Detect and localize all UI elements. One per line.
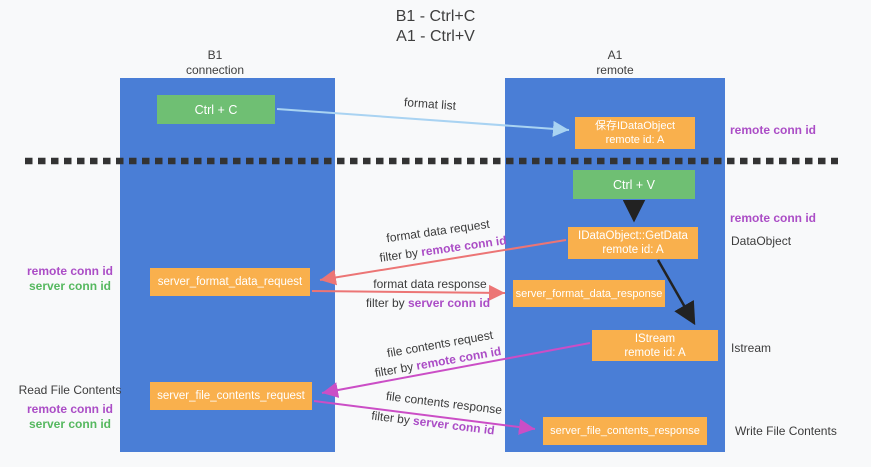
node-ctrl-c: Ctrl + C <box>157 95 275 124</box>
node-server-format-data-request: server_format_data_request <box>150 268 310 296</box>
node-istream-line1: IStream <box>634 332 676 345</box>
lane-a1-name: A1 <box>607 48 623 62</box>
title-line-1: B1 - Ctrl+C <box>395 8 476 25</box>
annotation-istream: Istream <box>731 341 772 355</box>
node-getdata-line2: remote id: A <box>602 244 664 256</box>
filter-by-text: filter by <box>373 359 415 381</box>
node-ctrl-v: Ctrl + V <box>573 170 695 199</box>
annotation-read-file-contents-block: Read File Contents remote conn id server… <box>18 383 122 432</box>
lane-header-b1: B1 connection <box>120 48 310 78</box>
lane-a1-role: remote <box>596 63 634 77</box>
node-ctrl-c-label: Ctrl + C <box>194 102 238 117</box>
diagram-title: B1 - Ctrl+C A1 - Ctrl+V <box>0 7 871 47</box>
node-server-format-data-response-label: server_format_data_response <box>515 287 663 300</box>
edge-label-filter-server-1: filter by server conn id <box>366 296 490 310</box>
filter-by-text: filter by <box>378 245 419 265</box>
node-save-dataobject-line1: 保存IDataObject <box>594 120 676 132</box>
title-line-2: A1 - Ctrl+V <box>396 28 475 45</box>
node-idataobject-getdata: IDataObject::GetData remote id: A <box>568 227 698 259</box>
node-server-format-data-request-label: server_format_data_request <box>157 276 303 288</box>
node-server-file-contents-response: server_file_contents_response <box>543 417 707 445</box>
annotation-remote-conn-id-bottom: remote conn id <box>26 402 113 416</box>
annotation-remote-conn-id-top: remote conn id <box>730 123 817 137</box>
node-save-dataobject-line2: remote id: A <box>605 134 665 146</box>
lane-b1-name: B1 <box>207 48 223 62</box>
annotation-remote-conn-id-left: remote conn id <box>26 264 113 278</box>
edge-label-format-data-response: format data response <box>373 277 487 291</box>
annotation-write-file-contents: Write File Contents <box>735 424 837 438</box>
annotation-conn-ids-left: remote conn id server conn id <box>22 264 118 294</box>
node-save-dataobject: 保存IDataObject remote id: A <box>575 117 695 149</box>
annotation-server-conn-id-bottom: server conn id <box>28 417 112 431</box>
format-data-response-arrow <box>311 284 506 301</box>
filter-by-text: filter by <box>370 408 411 428</box>
annotation-read-file-contents: Read File Contents <box>18 383 122 397</box>
node-server-format-data-response: server_format_data_response <box>513 280 665 307</box>
annotation-remote-conn-id-mid: remote conn id <box>730 211 817 225</box>
node-server-file-contents-request-label: server_file_contents_request <box>157 390 305 402</box>
node-server-file-contents-request: server_file_contents_request <box>150 382 312 410</box>
edge-label-format-list: format list <box>403 95 457 113</box>
lane-header-a1: A1 remote <box>505 48 725 78</box>
node-getdata-line1: IDataObject::GetData <box>578 230 688 242</box>
annotation-server-conn-id-left: server conn id <box>28 279 112 293</box>
node-istream: IStream remote id: A <box>592 330 718 361</box>
node-server-file-contents-response-label: server_file_contents_response <box>550 425 700 437</box>
filter-by-text: filter by <box>365 296 405 310</box>
server-conn-id-text: server conn id <box>412 413 496 438</box>
node-istream-line2: remote id: A <box>624 346 686 359</box>
node-ctrl-v-label: Ctrl + V <box>612 177 656 192</box>
lane-b1-role: connection <box>185 63 245 77</box>
annotation-dataobject: DataObject <box>731 234 792 248</box>
server-conn-id-text: server conn id <box>408 296 491 310</box>
